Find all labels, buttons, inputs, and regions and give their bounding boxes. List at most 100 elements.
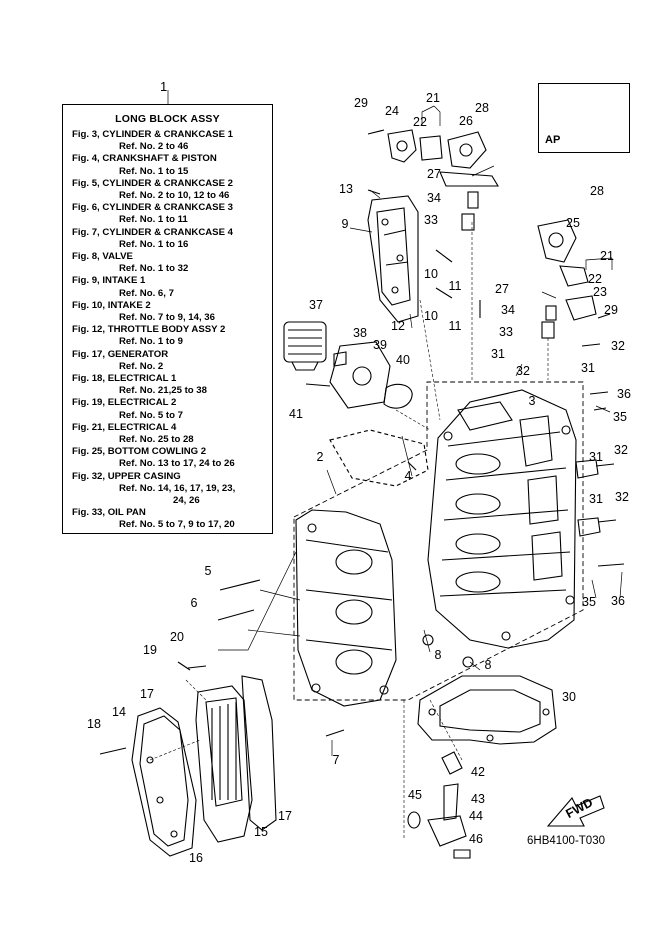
callout-28: 28 xyxy=(590,184,604,198)
alignment-lines xyxy=(149,222,549,840)
callout-22: 22 xyxy=(588,272,602,286)
callout-21: 21 xyxy=(426,91,440,105)
callout-25: 25 xyxy=(566,216,580,230)
legend-fig-9: Fig. 17, GENERATOR xyxy=(72,348,169,360)
legend-ref-6: Ref. No. 6, 7 xyxy=(119,287,174,299)
legend-ref-10: Ref. No. 21,25 to 38 xyxy=(119,385,207,397)
callout-31: 31 xyxy=(581,361,595,375)
callout-21: 21 xyxy=(600,249,614,263)
callout-11: 11 xyxy=(449,279,462,293)
callout-10: 10 xyxy=(424,267,438,281)
drawing-code: 6HB4100-T030 xyxy=(527,835,605,847)
legend-fig-4: Fig. 7, CYLINDER & CRANKCASE 4 xyxy=(72,226,233,238)
legend-fig-2: Fig. 5, CYLINDER & CRANKCASE 2 xyxy=(72,177,233,189)
callout-41: 41 xyxy=(289,407,303,421)
legend-fig-3: Fig. 6, CYLINDER & CRANKCASE 3 xyxy=(72,202,233,214)
callout-5: 5 xyxy=(205,564,212,578)
legend-fig-7: Fig. 10, INTAKE 2 xyxy=(72,299,151,311)
callout-numbers: 2345678891010111112131415161717181920212… xyxy=(87,91,631,865)
callout-33: 33 xyxy=(424,213,438,227)
callout-14: 14 xyxy=(112,705,126,719)
ap-label: AP xyxy=(545,134,561,146)
legend-fig-5: Fig. 8, VALVE xyxy=(72,251,133,262)
legend-fig-0: Fig. 3, CYLINDER & CRANKCASE 1 xyxy=(72,129,233,140)
callout-2: 2 xyxy=(317,450,324,464)
legend-ref-8: Ref. No. 1 to 9 xyxy=(119,336,183,348)
legend-fig-13: Fig. 25, BOTTOM COWLING 2 xyxy=(72,446,207,458)
legend-fig-15: Fig. 33, OIL PAN xyxy=(72,507,146,519)
callout-32: 32 xyxy=(615,490,629,504)
legend-number: 1 xyxy=(160,79,168,94)
fasteners xyxy=(99,129,625,755)
fwd-arrow-icon xyxy=(546,795,605,827)
callout-43: 43 xyxy=(471,792,485,806)
callout-39: 39 xyxy=(373,338,387,352)
callout-26: 26 xyxy=(459,114,473,128)
legend-fig-14: Fig. 32, UPPER CASING xyxy=(72,470,181,482)
callout-38: 38 xyxy=(353,326,367,340)
callout-34: 34 xyxy=(501,303,515,317)
legend-ref-12: Ref. No. 25 to 28 xyxy=(119,434,194,445)
crankcase-part xyxy=(295,429,429,707)
legend-ref-4: Ref. No. 1 to 16 xyxy=(119,238,189,250)
legend-ref-0: Ref. No. 2 to 46 xyxy=(119,141,189,153)
legend-ref-1: Ref. No. 1 to 15 xyxy=(119,165,189,177)
legend-fig-8: Fig. 12, THROTTLE BODY ASSY 2 xyxy=(72,324,226,336)
callout-31: 31 xyxy=(589,450,603,464)
oil-filter-part xyxy=(283,321,327,371)
callout-24: 24 xyxy=(385,104,399,118)
callout-46: 46 xyxy=(469,832,483,846)
callout-35: 35 xyxy=(613,410,627,424)
legend-ref-11: Ref. No. 5 to 7 xyxy=(119,409,183,421)
oil-strainer-part xyxy=(407,751,471,859)
callout-36: 36 xyxy=(617,387,631,401)
callout-19: 19 xyxy=(143,643,157,657)
callout-32: 32 xyxy=(614,443,628,457)
right-thermostat-part xyxy=(537,219,597,339)
oil-bracket-part xyxy=(305,341,413,409)
callout-40: 40 xyxy=(396,353,410,367)
callout-17: 17 xyxy=(140,687,154,701)
intake-manifold-part xyxy=(367,195,419,323)
callout-31: 31 xyxy=(491,347,505,361)
callout-8: 8 xyxy=(435,648,442,662)
legend-fig-10: Fig. 18, ELECTRICAL 1 xyxy=(72,373,177,384)
callout-20: 20 xyxy=(170,630,184,644)
bottom-gasket-part xyxy=(417,675,557,745)
callout-8: 8 xyxy=(485,658,492,672)
legend-ref-13: Ref. No. 13 to 17, 24 to 26 xyxy=(119,458,235,470)
long-block-assy-legend: LONG BLOCK ASSY Fig. 3, CYLINDER & CRANK… xyxy=(62,104,273,534)
legend-title: LONG BLOCK ASSY xyxy=(115,113,220,125)
callout-4: 4 xyxy=(405,469,412,483)
callout-11: 11 xyxy=(449,319,462,333)
callout-32: 32 xyxy=(516,364,530,378)
callout-9: 9 xyxy=(342,217,349,231)
callout-37: 37 xyxy=(309,298,323,312)
callout-18: 18 xyxy=(87,717,101,731)
callout-44: 44 xyxy=(469,809,483,823)
callout-17: 17 xyxy=(278,809,292,823)
legend-fig-11: Fig. 19, ELECTRICAL 2 xyxy=(72,397,177,409)
callout-31: 31 xyxy=(589,492,603,506)
callout-32: 32 xyxy=(611,339,625,353)
callout-7: 7 xyxy=(333,753,340,767)
callout-29: 29 xyxy=(604,303,618,317)
legend-fig-6: Fig. 9, INTAKE 1 xyxy=(72,275,146,287)
callout-36: 36 xyxy=(611,594,625,608)
callout-42: 42 xyxy=(471,765,485,779)
callout-45: 45 xyxy=(408,788,422,802)
cylinder-block-part xyxy=(427,389,601,649)
callout-34: 34 xyxy=(427,191,441,205)
callout-30: 30 xyxy=(562,690,576,704)
legend-ref-5: Ref. No. 1 to 32 xyxy=(119,263,189,275)
legend-fig-12: Fig. 21, ELECTRICAL 4 xyxy=(72,421,177,433)
ap-inset-box: AP xyxy=(538,83,630,153)
legend-ref-2: Ref. No. 2 to 10, 12 to 46 xyxy=(119,190,230,201)
callout-10: 10 xyxy=(424,309,438,323)
leader-lines xyxy=(167,90,623,756)
callout-28: 28 xyxy=(475,101,489,115)
callout-15: 15 xyxy=(254,825,268,839)
legend-ref-cont-14: 24, 26 xyxy=(173,495,200,506)
callout-29: 29 xyxy=(354,96,368,110)
assembly-dashed-outline xyxy=(293,381,584,701)
